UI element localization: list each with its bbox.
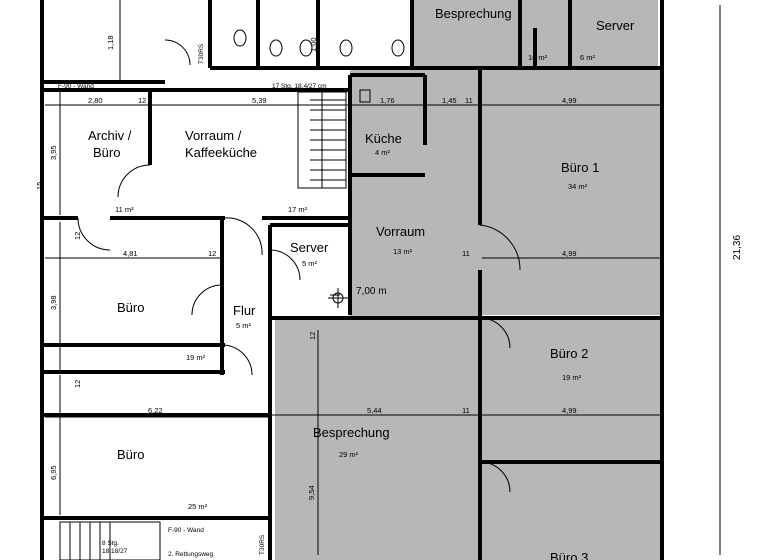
- toilet-icon: [391, 39, 405, 57]
- dim-12e: 12: [73, 380, 82, 388]
- dim-118: 1,18: [106, 35, 115, 50]
- buero-bottom-area: 25 m²: [188, 502, 208, 511]
- dim-12d: 12: [308, 332, 317, 340]
- dim-398: 3,98: [49, 295, 58, 310]
- room-archiv-line2: Büro: [93, 145, 120, 160]
- corridor-fill: [350, 70, 480, 320]
- archiv-area: 11 m²: [115, 205, 134, 214]
- dim-12b: 12: [208, 249, 216, 258]
- dim-11c: 11: [462, 406, 470, 415]
- toilets: [233, 29, 405, 103]
- door-swings: [77, 39, 521, 493]
- dim-954: 9,54: [307, 485, 316, 500]
- dim-11a: 11: [465, 96, 473, 105]
- buero3-fill: [480, 462, 660, 560]
- note-t30-bottom: T30RS: [259, 534, 266, 555]
- stairs-top: [297, 91, 347, 189]
- vorraum-small-area: 13 m²: [393, 247, 413, 256]
- room-besprechung-main: Besprechung: [313, 425, 390, 440]
- dim-499a: 4,99: [562, 96, 577, 105]
- dimension-lines: [45, 0, 721, 555]
- room-top-area: 18 m²: [528, 53, 548, 62]
- server-top-fill: [535, 0, 658, 68]
- room-server-mid: Server: [290, 240, 329, 255]
- annotations: T30RS F-90 - Wand 17 Stg. 18,4/27 cm F-9…: [58, 43, 327, 558]
- buero2-fill: [480, 318, 660, 461]
- dim-481: 4,81: [123, 249, 138, 258]
- room-buero-bottom: Büro: [117, 447, 144, 462]
- dim-12a: 12: [138, 96, 146, 105]
- dim-100: 1,00: [309, 37, 318, 52]
- dim-544: 5,44: [367, 406, 382, 415]
- buero1-area: 34 m²: [568, 182, 588, 191]
- room-vorraum-line2: Kaffeeküche: [185, 145, 257, 160]
- dim-395: 3,95: [49, 145, 58, 160]
- note-stairs-bottom-1: 8 Stg.: [102, 540, 119, 547]
- sink-icon: [359, 89, 371, 103]
- note-t30-top: T30RS: [198, 43, 205, 64]
- dimension-labels: 1,18 1,00 2,80 12 5,39 1,76 1,45 11 4,99…: [35, 35, 743, 500]
- buero2-area: 19 m²: [562, 373, 582, 382]
- dim-700: 7,00 m: [356, 286, 387, 297]
- room-buero3: Büro 3: [550, 550, 588, 560]
- dim-15: 15: [35, 182, 44, 190]
- outer-walls: [40, 0, 664, 560]
- flur-area: 5 m²: [236, 321, 252, 330]
- vorraum-area: 17 m²: [288, 205, 308, 214]
- room-labels: Besprechung Server 18 m² 6 m² Archiv / B…: [88, 6, 635, 560]
- dim-499b: 4,99: [562, 249, 577, 258]
- room-buero1: Büro 1: [561, 160, 599, 175]
- besprechung-main-fill: [275, 318, 480, 560]
- dim-145: 1,45: [442, 96, 457, 105]
- stairs-bottom: [59, 521, 161, 560]
- room-flur: Flur: [233, 303, 256, 318]
- dim-11b: 11: [462, 249, 470, 258]
- besprechung-area: 29 m²: [339, 450, 359, 459]
- note-f90-bottom: F-90 - Wand: [168, 527, 204, 534]
- kueche-area: 4 m²: [375, 148, 391, 157]
- dim-176: 1,76: [380, 96, 395, 105]
- dim-695: 6,95: [49, 465, 58, 480]
- room-vorraum-line1: Vorraum /: [185, 128, 242, 143]
- server-mid-area: 5 m²: [302, 259, 318, 268]
- room-vorraum: Vorraum: [376, 224, 425, 239]
- note-escape-route: 2. Rettungsweg: [168, 551, 214, 558]
- crosshair-icon: [328, 288, 348, 308]
- dim-280: 2,80: [88, 96, 103, 105]
- dim-622: 6,22: [148, 406, 163, 415]
- toilet-icon: [269, 39, 283, 57]
- dim-12c: 12: [73, 232, 82, 240]
- gray-shaded-areas: [275, 0, 660, 560]
- toilet-icon: [339, 39, 353, 57]
- interior-walls: [42, 0, 662, 560]
- server-top-area: 6 m²: [580, 53, 596, 62]
- buero-left-area: 19 m²: [186, 353, 206, 362]
- dim-539: 5,39: [252, 96, 267, 105]
- room-besprechung-top: Besprechung: [435, 6, 512, 21]
- room-buero2: Büro 2: [550, 346, 588, 361]
- toilet-icon: [233, 29, 247, 47]
- room-buero-left: Büro: [117, 300, 144, 315]
- room-archiv-line1: Archiv /: [88, 128, 132, 143]
- note-stairs-top: 17 Stg. 18,4/27 cm: [272, 83, 327, 90]
- toilet-icon: [299, 39, 313, 57]
- buero1-fill: [480, 70, 660, 315]
- note-stairs-bottom-2: 18,18/27: [102, 548, 128, 555]
- note-f90-top: F-90 - Wand: [58, 83, 94, 90]
- room-server-top: Server: [596, 18, 635, 33]
- dim-499c: 4,99: [562, 406, 577, 415]
- dim-2136: 21,36: [732, 235, 743, 260]
- room-kueche: Küche: [365, 131, 402, 146]
